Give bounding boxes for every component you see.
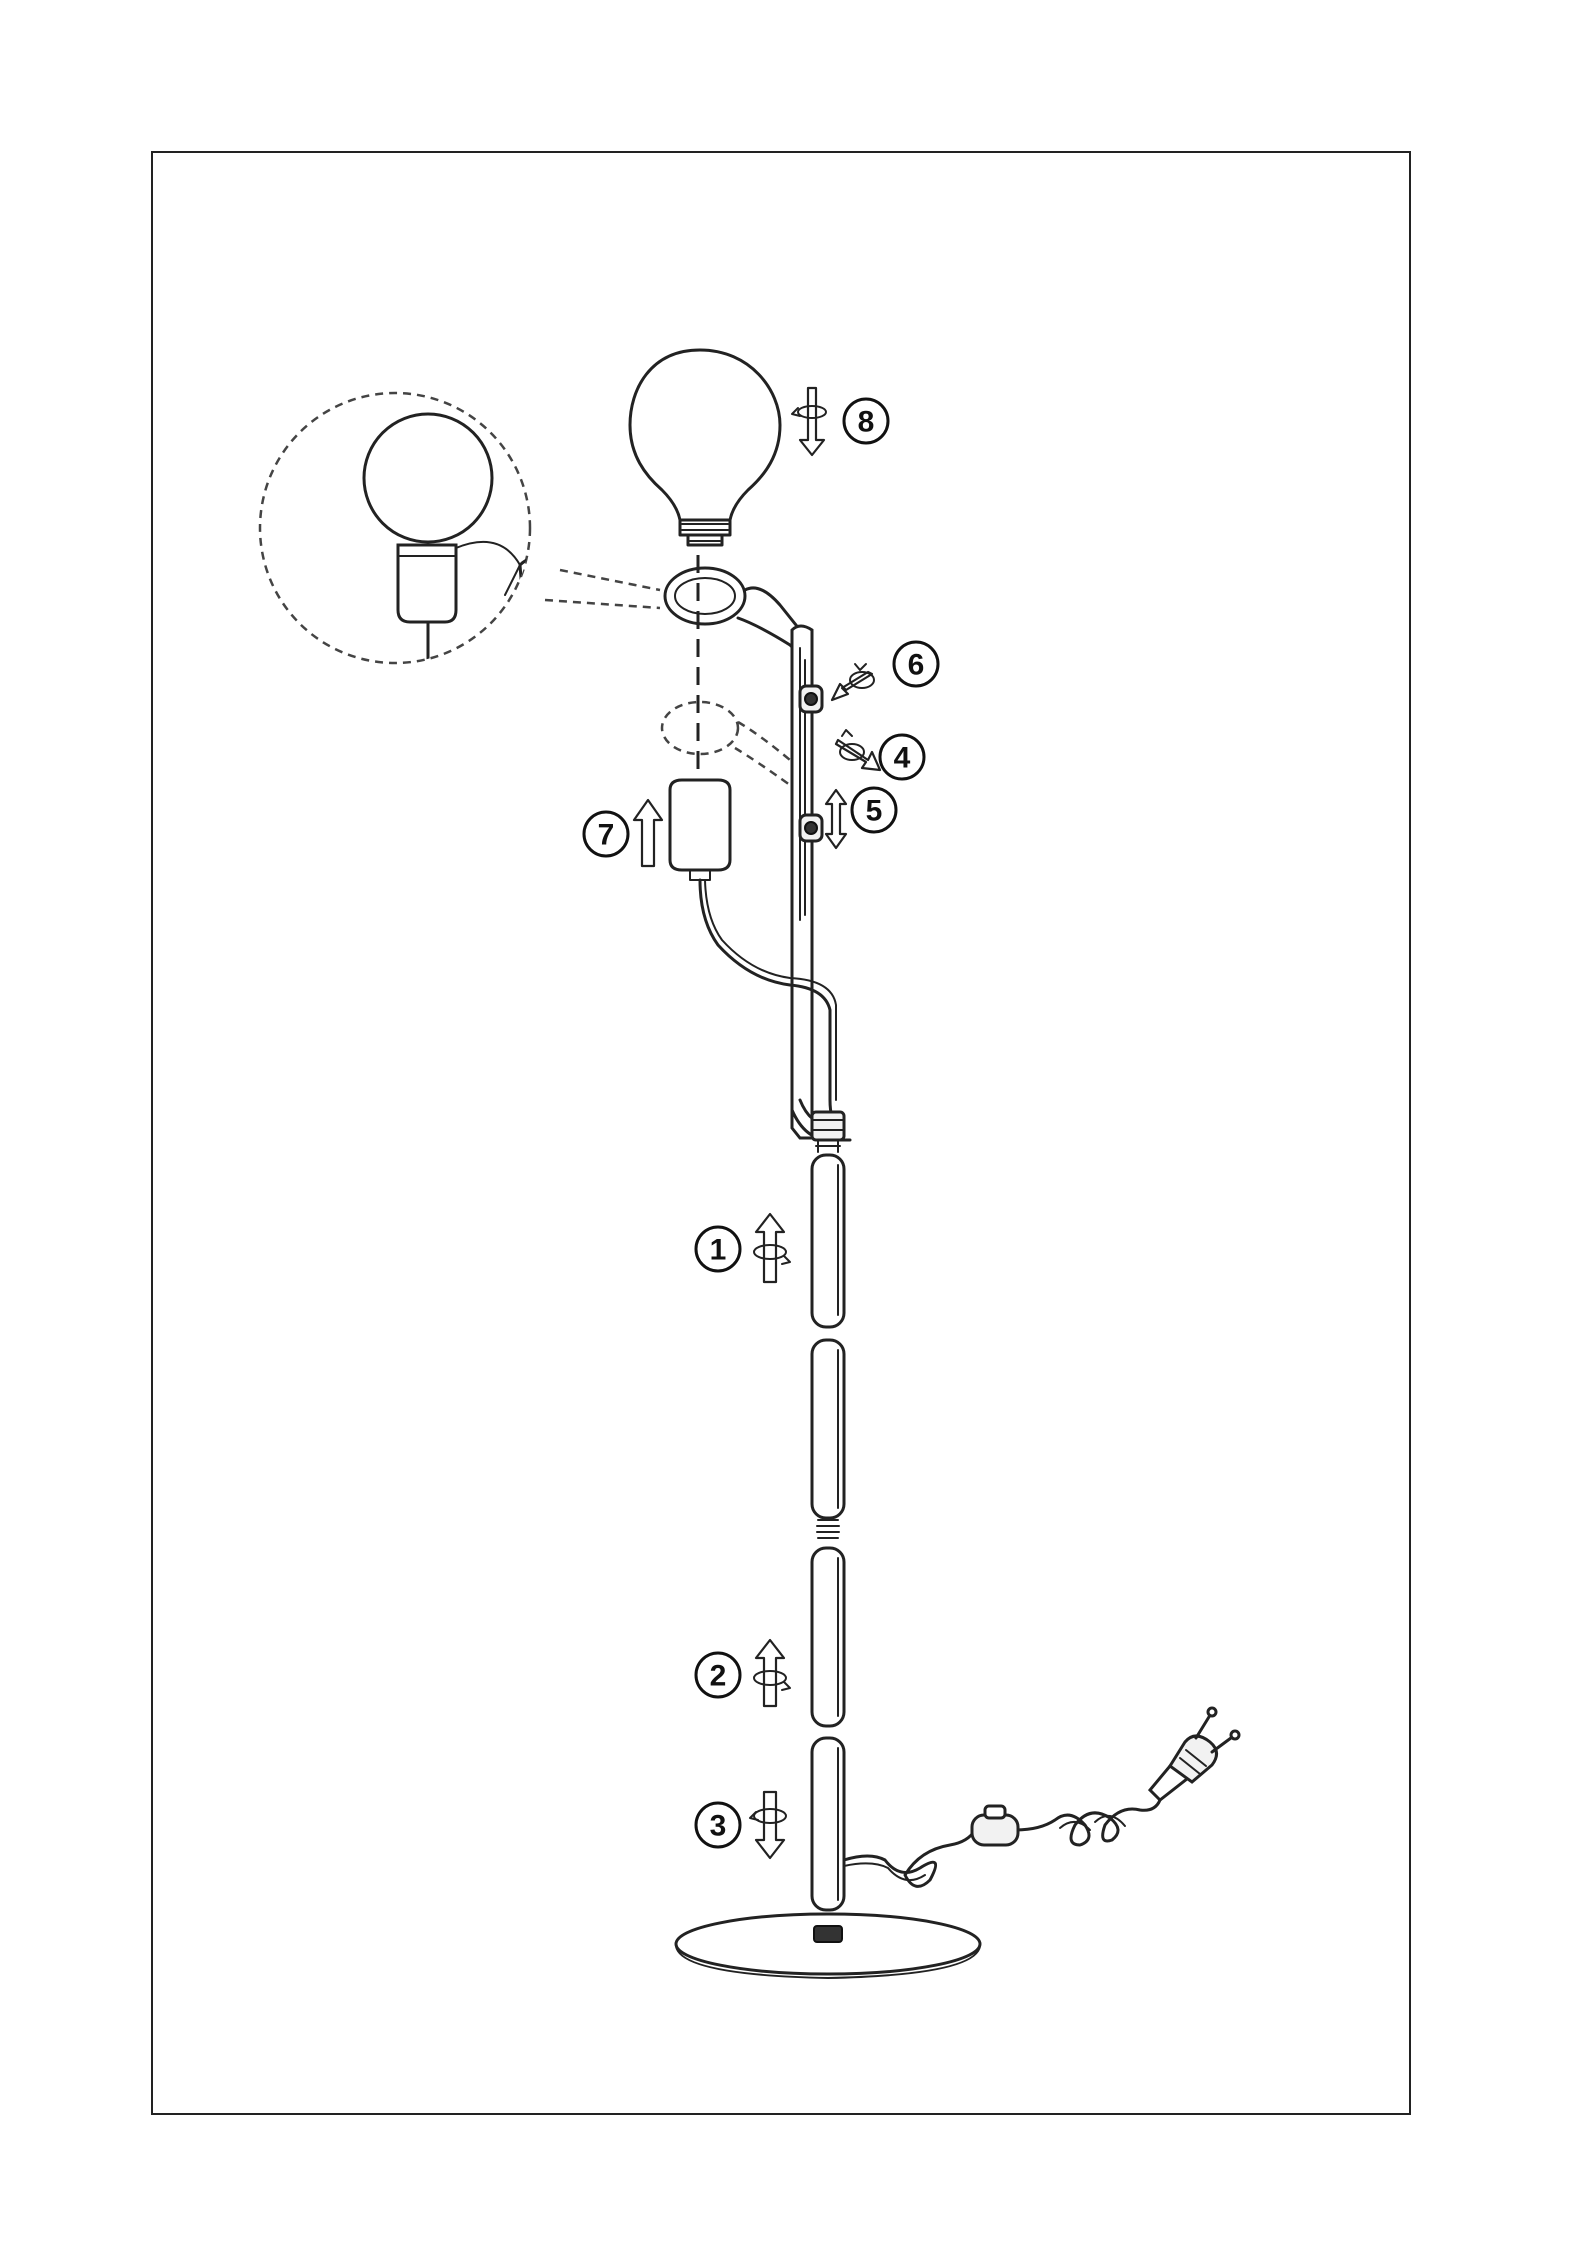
internal-cable — [700, 880, 838, 1128]
inset-bulb — [364, 414, 492, 542]
pole-section-middle — [812, 1340, 844, 1538]
pole-collar — [812, 1112, 844, 1140]
ring-arm — [665, 568, 808, 655]
step-label: 5 — [866, 795, 883, 828]
step-label: 3 — [710, 1810, 727, 1843]
step-badge-4: 4 — [880, 735, 924, 779]
pole-section-upper — [812, 1140, 844, 1327]
step-label: 2 — [710, 1660, 727, 1693]
step-badge-3: 3 — [696, 1803, 740, 1847]
screw-down-icon — [750, 1792, 786, 1858]
step-label: 6 — [908, 649, 925, 682]
step-badge-7: 7 — [584, 812, 628, 856]
tighten-knob-icon — [832, 664, 874, 700]
detail-inset — [260, 393, 660, 700]
step-badge-1: 1 — [696, 1227, 740, 1271]
plug — [1150, 1708, 1239, 1800]
slide-up-down-icon — [826, 790, 846, 848]
step-badge-6: 6 — [894, 642, 938, 686]
lamp-holder — [670, 780, 730, 880]
upper-knob — [800, 686, 822, 712]
lower-knob — [800, 815, 822, 841]
screw-up-icon — [754, 1214, 790, 1282]
page-frame — [152, 152, 1410, 2114]
base-plate — [676, 1914, 980, 1978]
loosen-knob-icon — [836, 730, 880, 770]
step-badge-2: 2 — [696, 1653, 740, 1697]
step-label: 4 — [894, 742, 911, 775]
step-label: 1 — [710, 1234, 727, 1267]
step-label: 8 — [858, 406, 875, 439]
step-badge-5: 5 — [852, 788, 896, 832]
step-label: 7 — [598, 819, 615, 852]
screw-down-icon — [792, 388, 826, 455]
bulb — [630, 350, 780, 545]
pole-section-lower — [812, 1548, 844, 1726]
step-badge-8: 8 — [844, 399, 888, 443]
screw-up-icon — [754, 1640, 790, 1706]
pole-section-bottom — [812, 1738, 844, 1910]
inline-switch — [972, 1806, 1018, 1845]
push-up-icon — [634, 800, 662, 866]
ring-arm-ghost — [662, 702, 790, 785]
